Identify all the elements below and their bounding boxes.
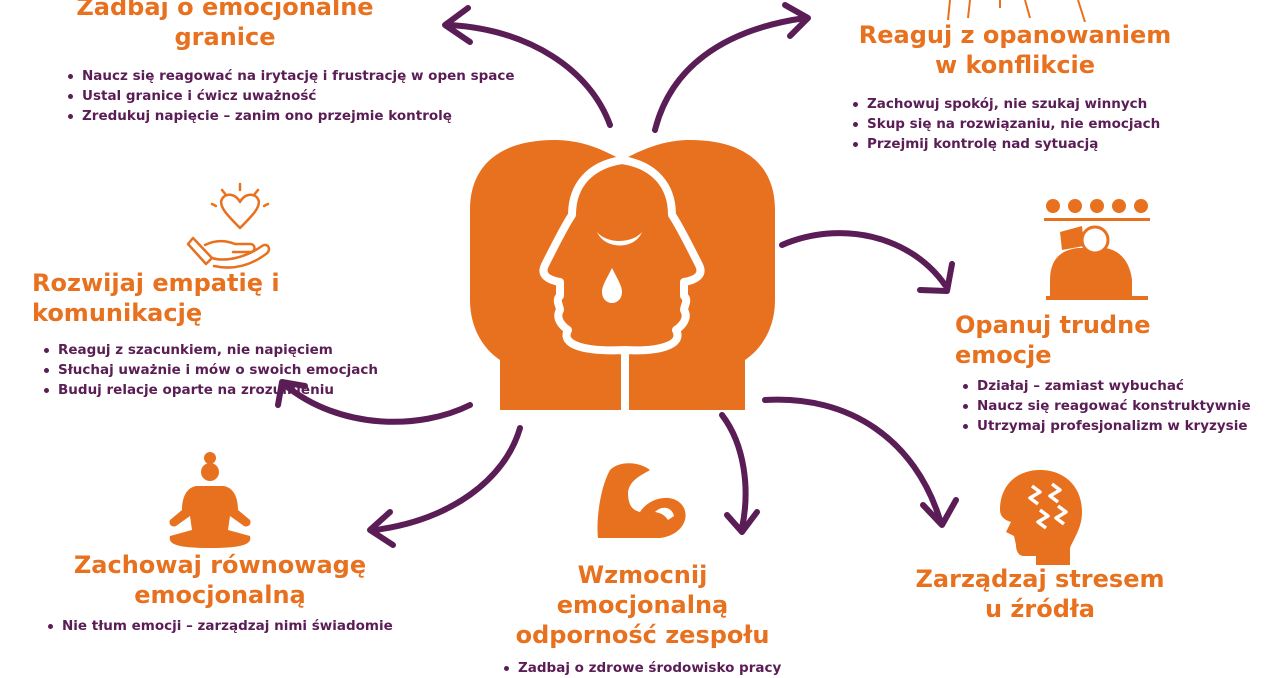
arrow-to-boundaries (447, 22, 613, 128)
topic-resilience: Wzmocnij emocjonalną odporność zespołu Z… (490, 560, 795, 678)
topic-conflict-title: Reaguj z opanowaniem w konflikcie (858, 21, 1172, 79)
list-item: Słuchaj uważnie i mów o swoich emocjach (44, 360, 452, 380)
list-item: Utrzymaj profesjonalizm w kryzysie (963, 416, 1255, 436)
flexed-arm-icon (597, 463, 686, 538)
head-stress-icon (1000, 470, 1082, 565)
topic-balance-title: Zachowaj równowagę emocjonalną (73, 551, 367, 609)
list-item: Buduj relacje oparte na zrozumieniu (44, 380, 452, 400)
meditation-icon (169, 452, 251, 548)
topic-balance: Zachowaj równowagę emocjonalną Nie tłum … (40, 550, 400, 636)
list-item: Skup się na rozwiązaniu, nie emocjach (853, 114, 1185, 134)
arrowhead-empathy (275, 379, 308, 408)
hand-heart-icon (186, 182, 271, 269)
arrow-to-empathy (282, 382, 473, 425)
topic-empathy: Rozwijaj empatię i komunikację Reaguj z … (32, 268, 452, 400)
topic-emotions-title: Opanuj trudne emocje (955, 311, 1151, 369)
list-item: Ustal granice i ćwicz uważność (68, 86, 520, 106)
list-item: Naucz się reagować na irytację i frustra… (68, 66, 520, 86)
diagram-canvas: Zadbaj o emocjonalne granice Naucz się r… (32, 0, 1255, 676)
topic-stress: Zarządzaj stresem u źródła (905, 564, 1175, 624)
topic-stress-title: Zarządzaj stresem u źródła (915, 565, 1165, 623)
arrow-to-balance (372, 425, 523, 533)
topic-empathy-list: Reaguj z szacunkiem, nie napięciem Słuch… (32, 340, 452, 400)
list-item: Działaj – zamiast wybuchać (963, 376, 1255, 396)
topic-boundaries: Zadbaj o emocjonalne granice Naucz się r… (60, 0, 520, 126)
list-item: Zredukuj napięcie – zanim ono przejmie k… (68, 106, 520, 126)
topic-empathy-title: Rozwijaj empatię i komunikację (32, 269, 280, 327)
list-item: Reaguj z szacunkiem, nie napięciem (44, 340, 452, 360)
topic-conflict: Reaguj z opanowaniem w konflikcie Zachow… (845, 20, 1185, 154)
topic-resilience-list: Zadbaj o zdrowe środowisko pracy (490, 658, 795, 678)
topic-boundaries-list: Naucz się reagować na irytację i frustra… (60, 66, 520, 126)
arrow-to-resilience (719, 412, 749, 531)
topic-boundaries-title: Zadbaj o emocjonalne granice (76, 0, 374, 51)
list-item: Przejmij kontrolę nad sytuacją (853, 134, 1185, 154)
arrowhead-resilience (724, 509, 760, 535)
arrow-heads (275, 2, 959, 548)
connector-arrows (282, 15, 948, 533)
arrowhead-balance (367, 509, 396, 548)
arrowhead-emotions (917, 261, 955, 294)
topic-resilience-title: Wzmocnij emocjonalną odporność zespołu (515, 561, 770, 649)
list-item: Zadbaj o zdrowe środowisko pracy (504, 658, 795, 678)
people-lines-icon (947, 0, 1086, 23)
list-item: Zachowuj spokój, nie szukaj winnych (853, 94, 1185, 114)
arrowhead-stress (920, 497, 959, 528)
two-heads-profile-tear-icon (470, 140, 775, 414)
arrow-to-emotions (779, 230, 948, 288)
diagram-graphics (169, 0, 1150, 565)
topic-emotions: Opanuj trudne emocje Działaj – zamiast w… (955, 310, 1255, 436)
list-item: Naucz się reagować konstruktywnie (963, 396, 1255, 416)
topic-balance-list: Nie tłum emocji – zarządzaj nimi świadom… (40, 616, 400, 636)
topic-emotions-list: Działaj – zamiast wybuchać Naucz się rea… (955, 376, 1255, 436)
list-item: Nie tłum emocji – zarządzaj nimi świadom… (48, 616, 400, 636)
arrow-to-conflict (652, 15, 808, 133)
topic-conflict-list: Zachowuj spokój, nie szukaj winnych Skup… (845, 94, 1185, 154)
emotions-selection-icon (1044, 199, 1150, 300)
arrow-to-stress (762, 396, 943, 523)
arrowhead-boundaries (442, 5, 473, 45)
arrowhead-conflict (782, 2, 811, 39)
